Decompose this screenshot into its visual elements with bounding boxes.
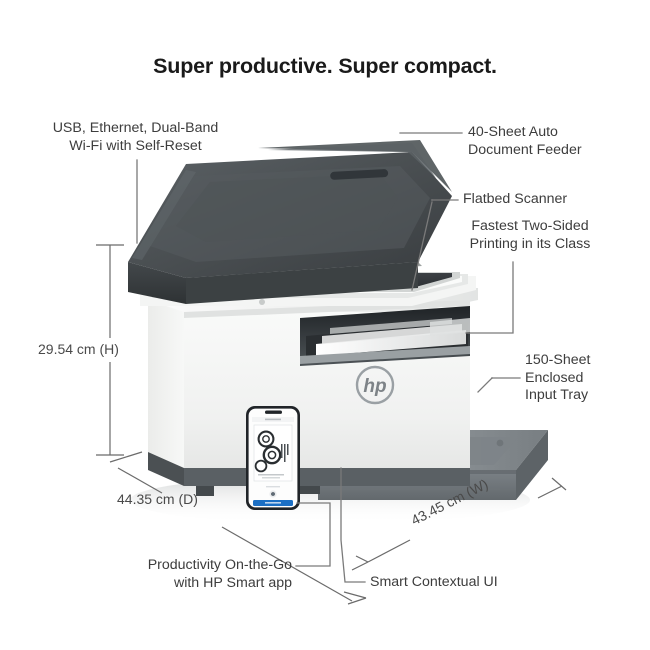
output-slot <box>300 306 470 366</box>
callout-connectivity: USB, Ethernet, Dual-Band Wi-Fi with Self… <box>52 120 219 154</box>
scanner-lid-raised <box>128 140 452 304</box>
callout-two-sided-printing: Fastest Two-Sided Printing in its Class <box>469 218 591 252</box>
callout-smart-contextual-ui: Smart Contextual UI <box>370 574 498 590</box>
hp-logo: hp <box>355 365 395 405</box>
callout-hp-smart-app: Productivity On-the-Go with HP Smart app <box>147 557 292 591</box>
svg-text:hp: hp <box>363 376 386 397</box>
callout-input-tray: 150-Sheet Enclosed Input Tray <box>525 352 591 403</box>
callout-flatbed-scanner: Flatbed Scanner <box>463 191 568 207</box>
callout-auto-document-feeder: 40-Sheet Auto Document Feeder <box>468 124 582 158</box>
smartphone-hp-smart-app <box>246 406 300 510</box>
dimension-height-label: 29.54 cm (H) <box>38 341 119 357</box>
page-title: Super productive. Super compact. <box>153 54 497 78</box>
dimension-depth-label: 44.35 cm (D) <box>117 491 198 507</box>
